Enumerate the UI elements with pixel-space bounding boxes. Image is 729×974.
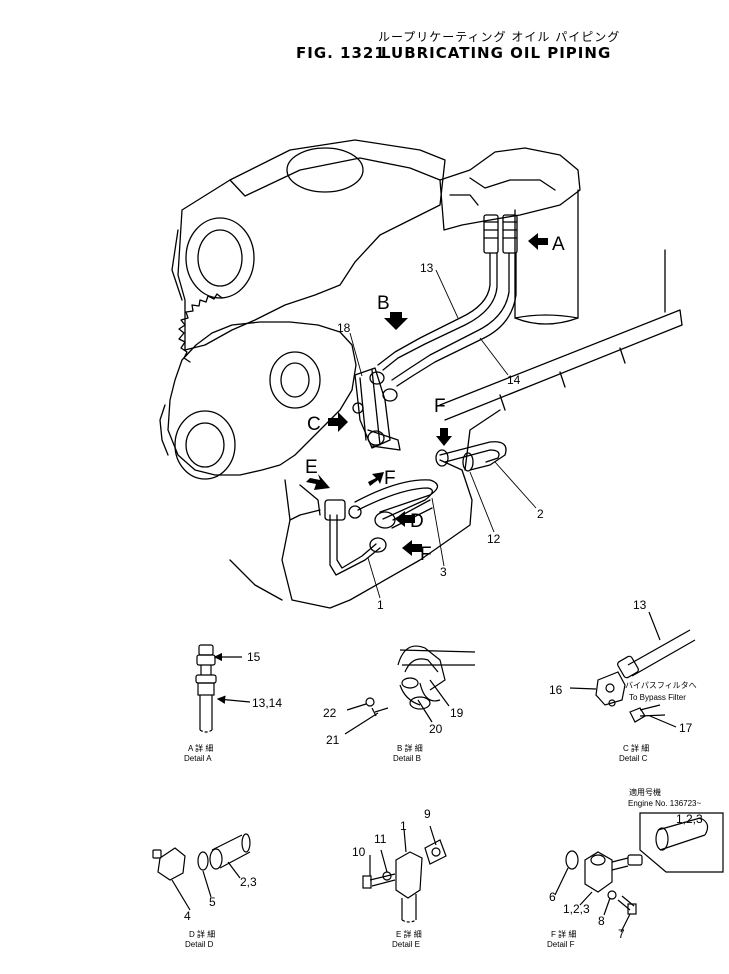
detail-d — [152, 833, 251, 911]
bracket-18 — [354, 367, 391, 449]
detail-a-caption-jp: A 詳 細 — [188, 743, 213, 753]
cylinder-bore-1 — [286, 147, 364, 193]
frame-rail — [439, 309, 683, 421]
filter-fitting-2 — [502, 214, 518, 254]
arrow-a — [528, 233, 548, 250]
detail-a-caption: Detail A — [184, 754, 212, 763]
detail-d-callout-5: 5 — [209, 895, 216, 909]
detail-f-caption-jp: F 詳 細 — [551, 929, 576, 939]
detail-c-bypass-jp: バイパスフィルタへ — [625, 681, 697, 690]
detail-b-caption: Detail B — [393, 754, 421, 763]
detail-a-callout-13-14: 13,14 — [252, 696, 282, 710]
detail-c-bypass-en: To Bypass Filter — [629, 693, 686, 702]
detail-f-callout-1-2-3: 1,2,3 — [563, 902, 590, 916]
detail-f-callout-6: 6 — [549, 890, 556, 904]
arrow-e-label: E — [305, 457, 318, 478]
detail-d-caption: Detail D — [185, 940, 214, 949]
callout-14: 14 — [507, 373, 521, 387]
arrow-d-label: D — [410, 511, 424, 532]
figure-number: FIG. 1321 — [296, 44, 386, 62]
pipe-13 — [377, 252, 491, 366]
detail-b-callout-21: 21 — [326, 733, 340, 747]
arrow-d — [395, 511, 415, 527]
arrow-f-middle — [368, 472, 384, 486]
oil-pan — [281, 459, 473, 609]
arrow-b-label: B — [377, 293, 390, 314]
detail-e — [362, 825, 447, 923]
detail-e-caption: Detail E — [392, 940, 420, 949]
arrow-b — [384, 312, 408, 330]
detail-c-caption: Detail C — [619, 754, 648, 763]
detail-f — [554, 812, 724, 933]
engine-block-upper-face — [229, 157, 441, 197]
detail-e-callout-9: 9 — [424, 807, 431, 821]
callout-13: 13 — [420, 261, 434, 275]
detail-d-callout-4: 4 — [184, 909, 191, 923]
detail-f-caption: Detail F — [547, 940, 575, 949]
figure-title: LUBRICATING OIL PIPING — [381, 44, 612, 62]
oil-filter-body — [514, 189, 579, 325]
arrow-c-label: C — [307, 414, 321, 435]
arrow-f-upper — [436, 428, 452, 446]
arrow-a-label: A — [552, 234, 565, 255]
pipe-3 — [354, 479, 439, 513]
detail-c-callout-13: 13 — [633, 598, 647, 612]
pipe-2 — [439, 441, 507, 471]
arrow-e — [306, 474, 330, 490]
callout-12: 12 — [487, 532, 501, 546]
detail-a-callout-15: 15 — [247, 650, 261, 664]
detail-b — [344, 645, 476, 735]
pipe-14 — [391, 252, 510, 381]
detail-c-callout-16: 16 — [549, 683, 563, 697]
crank-pulley — [174, 410, 236, 480]
filter-fitting-1 — [483, 214, 499, 254]
detail-f-applicable-jp: 適用号機 — [629, 787, 661, 797]
detail-f-callout-8: 8 — [598, 914, 605, 928]
detail-b-callout-20: 20 — [429, 722, 443, 736]
callout-3: 3 — [440, 565, 447, 579]
pipe-1 — [329, 514, 381, 576]
arrow-f-lower-label: F — [420, 544, 432, 565]
oil-filter-head — [439, 147, 581, 231]
detail-f-inset-callout-1-2-3: 1,2,3 — [676, 812, 703, 826]
callout-2: 2 — [537, 507, 544, 521]
detail-c-callout-17: 17 — [679, 721, 693, 735]
detail-b-callout-22: 22 — [323, 706, 337, 720]
japanese-title: ループリケーティング オイル パイピング — [378, 30, 621, 44]
callout-18: 18 — [337, 321, 351, 335]
detail-e-callout-1: 1 — [400, 819, 407, 833]
detail-d-callout-2-3: 2,3 — [240, 875, 257, 889]
arrow-c — [328, 412, 348, 432]
detail-e-callout-11: 11 — [374, 832, 387, 846]
detail-b-caption-jp: B 詳 細 — [397, 743, 423, 753]
gear-hub — [269, 351, 321, 409]
gear-teeth — [178, 293, 223, 363]
gear-housing — [167, 321, 357, 476]
arrow-f-lower — [402, 540, 422, 556]
detail-a — [195, 644, 251, 733]
detail-f-callout-7: 7 — [618, 927, 625, 941]
callout-1: 1 — [377, 598, 384, 612]
detail-c — [569, 611, 696, 728]
engine-block-outline — [177, 139, 446, 351]
detail-f-engine-number: Engine No. 136723~ — [628, 799, 702, 808]
detail-f-inset-box — [639, 812, 724, 873]
detail-e-caption-jp: E 詳 細 — [396, 929, 422, 939]
detail-d-caption-jp: D 詳 細 — [189, 929, 215, 939]
arrow-f-middle-label: F — [384, 468, 396, 489]
cylinder-bore-2 — [185, 217, 255, 299]
detail-c-caption-jp: C 詳 細 — [623, 743, 649, 753]
arrow-f-upper-label: F — [434, 396, 446, 417]
detail-b-callout-19: 19 — [450, 706, 464, 720]
detail-e-callout-10: 10 — [352, 845, 366, 859]
